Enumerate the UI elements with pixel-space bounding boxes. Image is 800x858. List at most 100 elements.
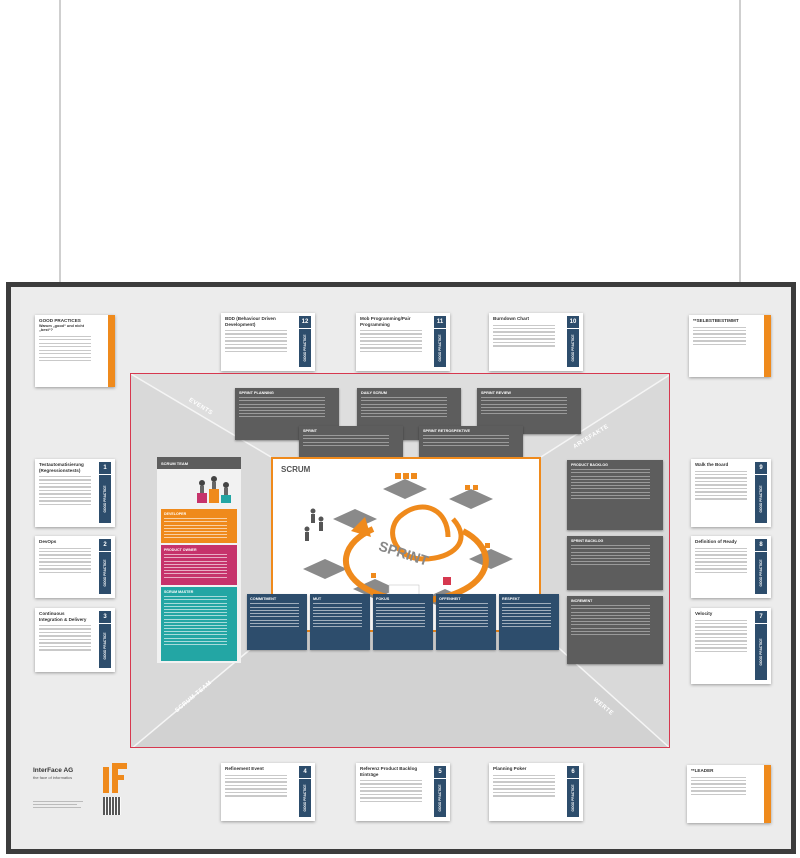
card-title: **SELBSTBESTIMMT xyxy=(693,318,739,323)
card-number: 5 xyxy=(434,766,446,778)
event-title: SPRINT REVIEW xyxy=(481,391,511,395)
scrum-diagram-title: SCRUM xyxy=(281,465,311,474)
value-fokus: FOKUS xyxy=(373,594,433,650)
card-title: BDD (Behaviour Driven Development) xyxy=(225,316,276,327)
good-practice-tab: GOOD PRACTICE xyxy=(567,779,579,817)
practice-card-7: Velocity 7 GOOD PRACTICE xyxy=(691,608,771,684)
role-title: PRODUCT OWNER xyxy=(164,548,197,552)
card-title: **LEADER xyxy=(691,768,714,773)
copyright-lines xyxy=(33,801,83,808)
practice-card-2: DevOps 2 GOOD PRACTICE xyxy=(35,536,115,598)
event-title: SPRINT xyxy=(303,429,317,433)
team-figures-illustration xyxy=(197,476,231,503)
event-sprint: SPRINT xyxy=(299,426,403,460)
good-practice-tab: GOOD PRACTICE xyxy=(755,475,767,523)
sprint-label: SPRINT xyxy=(377,538,431,569)
corner-card-good-practices: GOOD PRACTICES Warum „good“ und nicht „b… xyxy=(35,315,115,387)
card-number: 6 xyxy=(567,766,579,778)
role-product-owner: PRODUCT OWNER xyxy=(161,545,237,585)
card-number: 9 xyxy=(755,462,767,474)
good-practice-tab: GOOD PRACTICE xyxy=(99,552,111,594)
if-logo-icon xyxy=(103,763,127,793)
value-title: COMMITMENT xyxy=(250,597,277,601)
good-practice-tab: GOOD PRACTICE xyxy=(434,329,446,367)
event-title: SPRINT PLANNING xyxy=(239,391,274,395)
card-title: Walk the Board xyxy=(695,462,729,467)
card-number: 4 xyxy=(299,766,311,778)
card-number: 3 xyxy=(99,611,111,623)
qr-code[interactable] xyxy=(103,797,121,815)
value-mut: MUT xyxy=(310,594,370,650)
event-title: DAILY SCRUM xyxy=(361,391,387,395)
value-title: OFFENHEIT xyxy=(439,597,461,601)
artefact-sprint-backlog: SPRINT BACKLOG xyxy=(567,536,663,590)
poster-frame: GOOD PRACTICES Warum „good“ und nicht „b… xyxy=(6,282,796,854)
event-sprint-review: SPRINT REVIEW xyxy=(477,388,581,434)
practice-card-5: Referenz Product Backlog Einträge 5 GOOD… xyxy=(356,763,450,821)
card-title: Referenz Product Backlog Einträge xyxy=(360,766,418,777)
good-practice-tab: GOOD PRACTICE xyxy=(99,624,111,668)
good-practice-tab: GOOD PRACTICE xyxy=(299,329,311,367)
corner-card-leader: **LEADER xyxy=(687,765,771,823)
good-practice-tab: GOOD PRACTICE xyxy=(99,475,111,523)
card-title: Definition of Ready xyxy=(695,539,737,544)
practice-card-9: Walk the Board 9 GOOD PRACTICE xyxy=(691,459,771,527)
event-sprint-planning: SPRINT PLANNING xyxy=(235,388,339,440)
artefact-increment: INCREMENT xyxy=(567,596,663,664)
value-title: FOKUS xyxy=(376,597,390,601)
card-number: 10 xyxy=(567,316,579,328)
card-title: DevOps xyxy=(39,539,57,544)
role-title: DEVELOPER xyxy=(164,512,187,516)
card-number: 12 xyxy=(299,316,311,328)
card-number: 11 xyxy=(434,316,446,328)
role-developer: DEVELOPER xyxy=(161,509,237,543)
scrum-team-panel: SCRUM TEAM DEVELOPER PRODUCT OWNER xyxy=(157,457,241,663)
card-title: GOOD PRACTICES xyxy=(39,318,81,323)
practice-card-10: Burndown Chart 10 GOOD PRACTICE xyxy=(489,313,583,371)
good-practice-tab: GOOD PRACTICE xyxy=(755,624,767,680)
card-title: Velocity xyxy=(695,611,713,616)
value-title: MUT xyxy=(313,597,322,601)
card-title: Mob Programming/Pair Programming xyxy=(360,316,411,327)
company-tagline: the face of informatics xyxy=(33,775,73,780)
company-name: InterFace AG xyxy=(33,767,74,774)
artefact-title: INCREMENT xyxy=(571,599,593,603)
card-number: 2 xyxy=(99,539,111,551)
card-title: Testautomatisierung (Regressionstests) xyxy=(39,462,84,473)
card-number: 7 xyxy=(755,611,767,623)
practice-card-8: Definition of Ready 8 GOOD PRACTICE xyxy=(691,536,771,598)
hanging-wire-right xyxy=(739,0,741,283)
practice-card-4: Refinement Event 4 GOOD PRACTICE xyxy=(221,763,315,821)
card-subtitle: Warum „good“ und nicht „best“? xyxy=(39,323,84,333)
value-title: RESPEKT xyxy=(502,597,520,601)
scrum-team-header: SCRUM TEAM xyxy=(157,457,241,469)
card-title: Refinement Event xyxy=(225,766,264,771)
practice-card-1: Testautomatisierung (Regressionstests) 1… xyxy=(35,459,115,527)
good-practice-tab: GOOD PRACTICE xyxy=(434,779,446,817)
good-practice-tab: GOOD PRACTICE xyxy=(299,779,311,817)
card-title: Burndown Chart xyxy=(493,316,529,321)
card-number: 8 xyxy=(755,539,767,551)
event-title: SPRINT RETROSPEKTIVE xyxy=(423,429,471,433)
practice-card-3: Continuous Integration & Delivery 3 GOOD… xyxy=(35,608,115,672)
event-sprint-retrospektive: SPRINT RETROSPEKTIVE xyxy=(419,426,523,460)
card-title: Planning Poker xyxy=(493,766,527,771)
card-number: 1 xyxy=(99,462,111,474)
practice-card-11: Mob Programming/Pair Programming 11 GOOD… xyxy=(356,313,450,371)
value-respekt: RESPEKT xyxy=(499,594,559,650)
poster-board: GOOD PRACTICES Warum „good“ und nicht „b… xyxy=(11,287,791,849)
artefact-product-backlog: PRODUCT BACKLOG xyxy=(567,460,663,530)
value-commitment: COMMITMENT xyxy=(247,594,307,650)
scrum-framework-zone: EVENTS ARTEFAKTE SCRUM TEAM WERTE SPRINT… xyxy=(130,373,670,748)
card-title: Continuous Integration & Delivery xyxy=(39,611,87,622)
hanging-wire-left xyxy=(59,0,61,283)
artefact-title: SPRINT BACKLOG xyxy=(571,539,604,543)
practice-card-6: Planning Poker 6 GOOD PRACTICE xyxy=(489,763,583,821)
interface-ag-logo: InterFace AG the face of informatics xyxy=(33,763,143,827)
role-scrum-master: SCRUM MASTER xyxy=(161,587,237,661)
value-offenheit: OFFENHEIT xyxy=(436,594,496,650)
corner-card-selbstbestimmt: **SELBSTBESTIMMT xyxy=(689,315,771,377)
practice-card-12: BDD (Behaviour Driven Development) 12 GO… xyxy=(221,313,315,371)
role-title: SCRUM MASTER xyxy=(164,590,194,594)
good-practice-tab: GOOD PRACTICE xyxy=(755,552,767,594)
